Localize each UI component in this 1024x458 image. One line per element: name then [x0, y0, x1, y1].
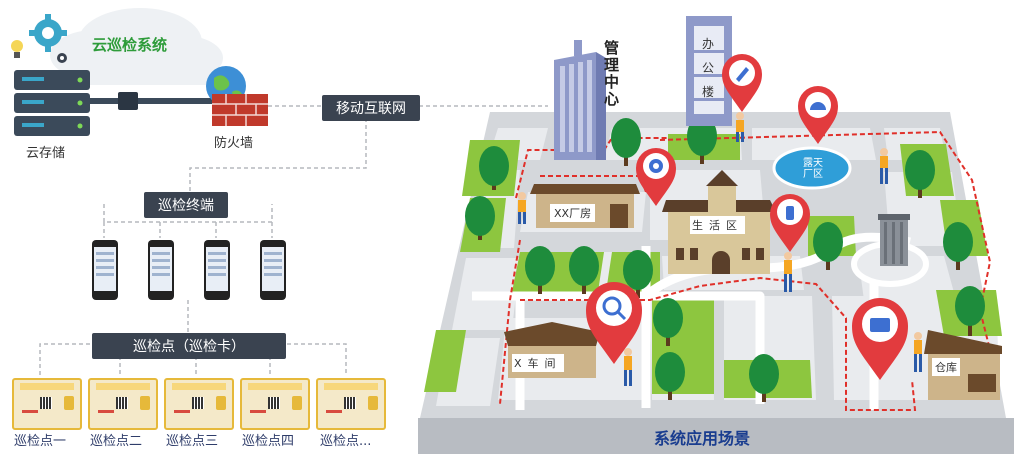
storage-label: 云存储: [26, 146, 66, 161]
lightbulb-icon: [11, 40, 23, 58]
tree-icon: [525, 246, 555, 294]
tree-icon: [611, 118, 641, 166]
tree-icon: [943, 222, 973, 270]
tree-icon: [955, 286, 985, 336]
pool-label: 露天厂区: [803, 158, 823, 180]
worker-icon: [914, 332, 922, 372]
tree-icon: [749, 354, 779, 402]
workshop-label: X车间: [512, 354, 564, 372]
checkpoint-card: [240, 378, 310, 430]
phone-icon: [260, 240, 286, 300]
checkpoint-card: [316, 378, 386, 430]
gear-small-icon: [57, 53, 67, 63]
checkpoint-label-4: 巡检点四: [242, 434, 295, 449]
worker-icon: [784, 252, 792, 292]
firewall-label: 防火墙: [214, 136, 254, 151]
phone-icon: [92, 240, 118, 300]
worker-icon: [736, 112, 744, 142]
trees: [465, 116, 985, 402]
workshop-building: [504, 322, 600, 378]
internet-label: 移动互联网: [322, 95, 420, 121]
tree-icon: [569, 246, 599, 294]
phone-icon: [148, 240, 174, 300]
gear-icon: [29, 14, 67, 52]
marker-search-icon: [586, 282, 642, 364]
management-label: 管理中心: [604, 39, 620, 108]
checkpoint-card: [88, 378, 158, 430]
phone-icon: [204, 240, 230, 300]
worker-icon: [624, 348, 632, 386]
office-label: 办公楼: [702, 37, 715, 99]
tree-icon: [813, 222, 843, 270]
tree-icon: [479, 146, 509, 190]
map-markers: [586, 54, 908, 380]
checkpoint-card: [12, 378, 82, 430]
marker-broom-icon: [722, 54, 762, 112]
checkpoint-label: 巡检点（巡检卡）: [92, 333, 286, 359]
tree-icon: [905, 150, 935, 198]
tree-icon: [623, 250, 653, 298]
tree-icon: [465, 196, 495, 240]
living-building: [662, 170, 776, 274]
marker-gear-icon: [636, 148, 676, 206]
checkpoint-card: [164, 378, 234, 430]
checkpoint-label-1: 巡检点一: [14, 434, 67, 449]
cloud-shape: [50, 8, 223, 85]
firewall-icon: [212, 94, 268, 126]
living-label: 生活区: [690, 216, 745, 234]
marker-helmet-icon: [798, 86, 838, 144]
worker-icons: [518, 112, 922, 386]
warehouse-label: 仓库: [932, 358, 960, 376]
tree-icon: [653, 298, 683, 346]
checkpoint-label-5: 巡检点...: [320, 434, 372, 449]
terminal-label: 巡检终端: [144, 192, 228, 218]
worker-icon: [880, 148, 888, 184]
silo-building: [878, 214, 910, 266]
worker-icon: [518, 192, 526, 224]
scene-title: 系统应用场景: [654, 429, 751, 448]
phone-icons: [92, 240, 286, 300]
server-stack-icon: [14, 70, 90, 136]
checkpoint-label-3: 巡检点三: [166, 434, 219, 449]
checkpoint-label-2: 巡检点二: [90, 434, 143, 449]
management-building: [554, 40, 606, 160]
factory-label: XX厂房: [550, 204, 596, 222]
tree-icon: [655, 352, 685, 400]
marker-toolbox-icon: [852, 298, 908, 380]
cloud-title: 云巡检系统: [92, 36, 168, 54]
marker-extinguisher-icon: [770, 194, 810, 252]
